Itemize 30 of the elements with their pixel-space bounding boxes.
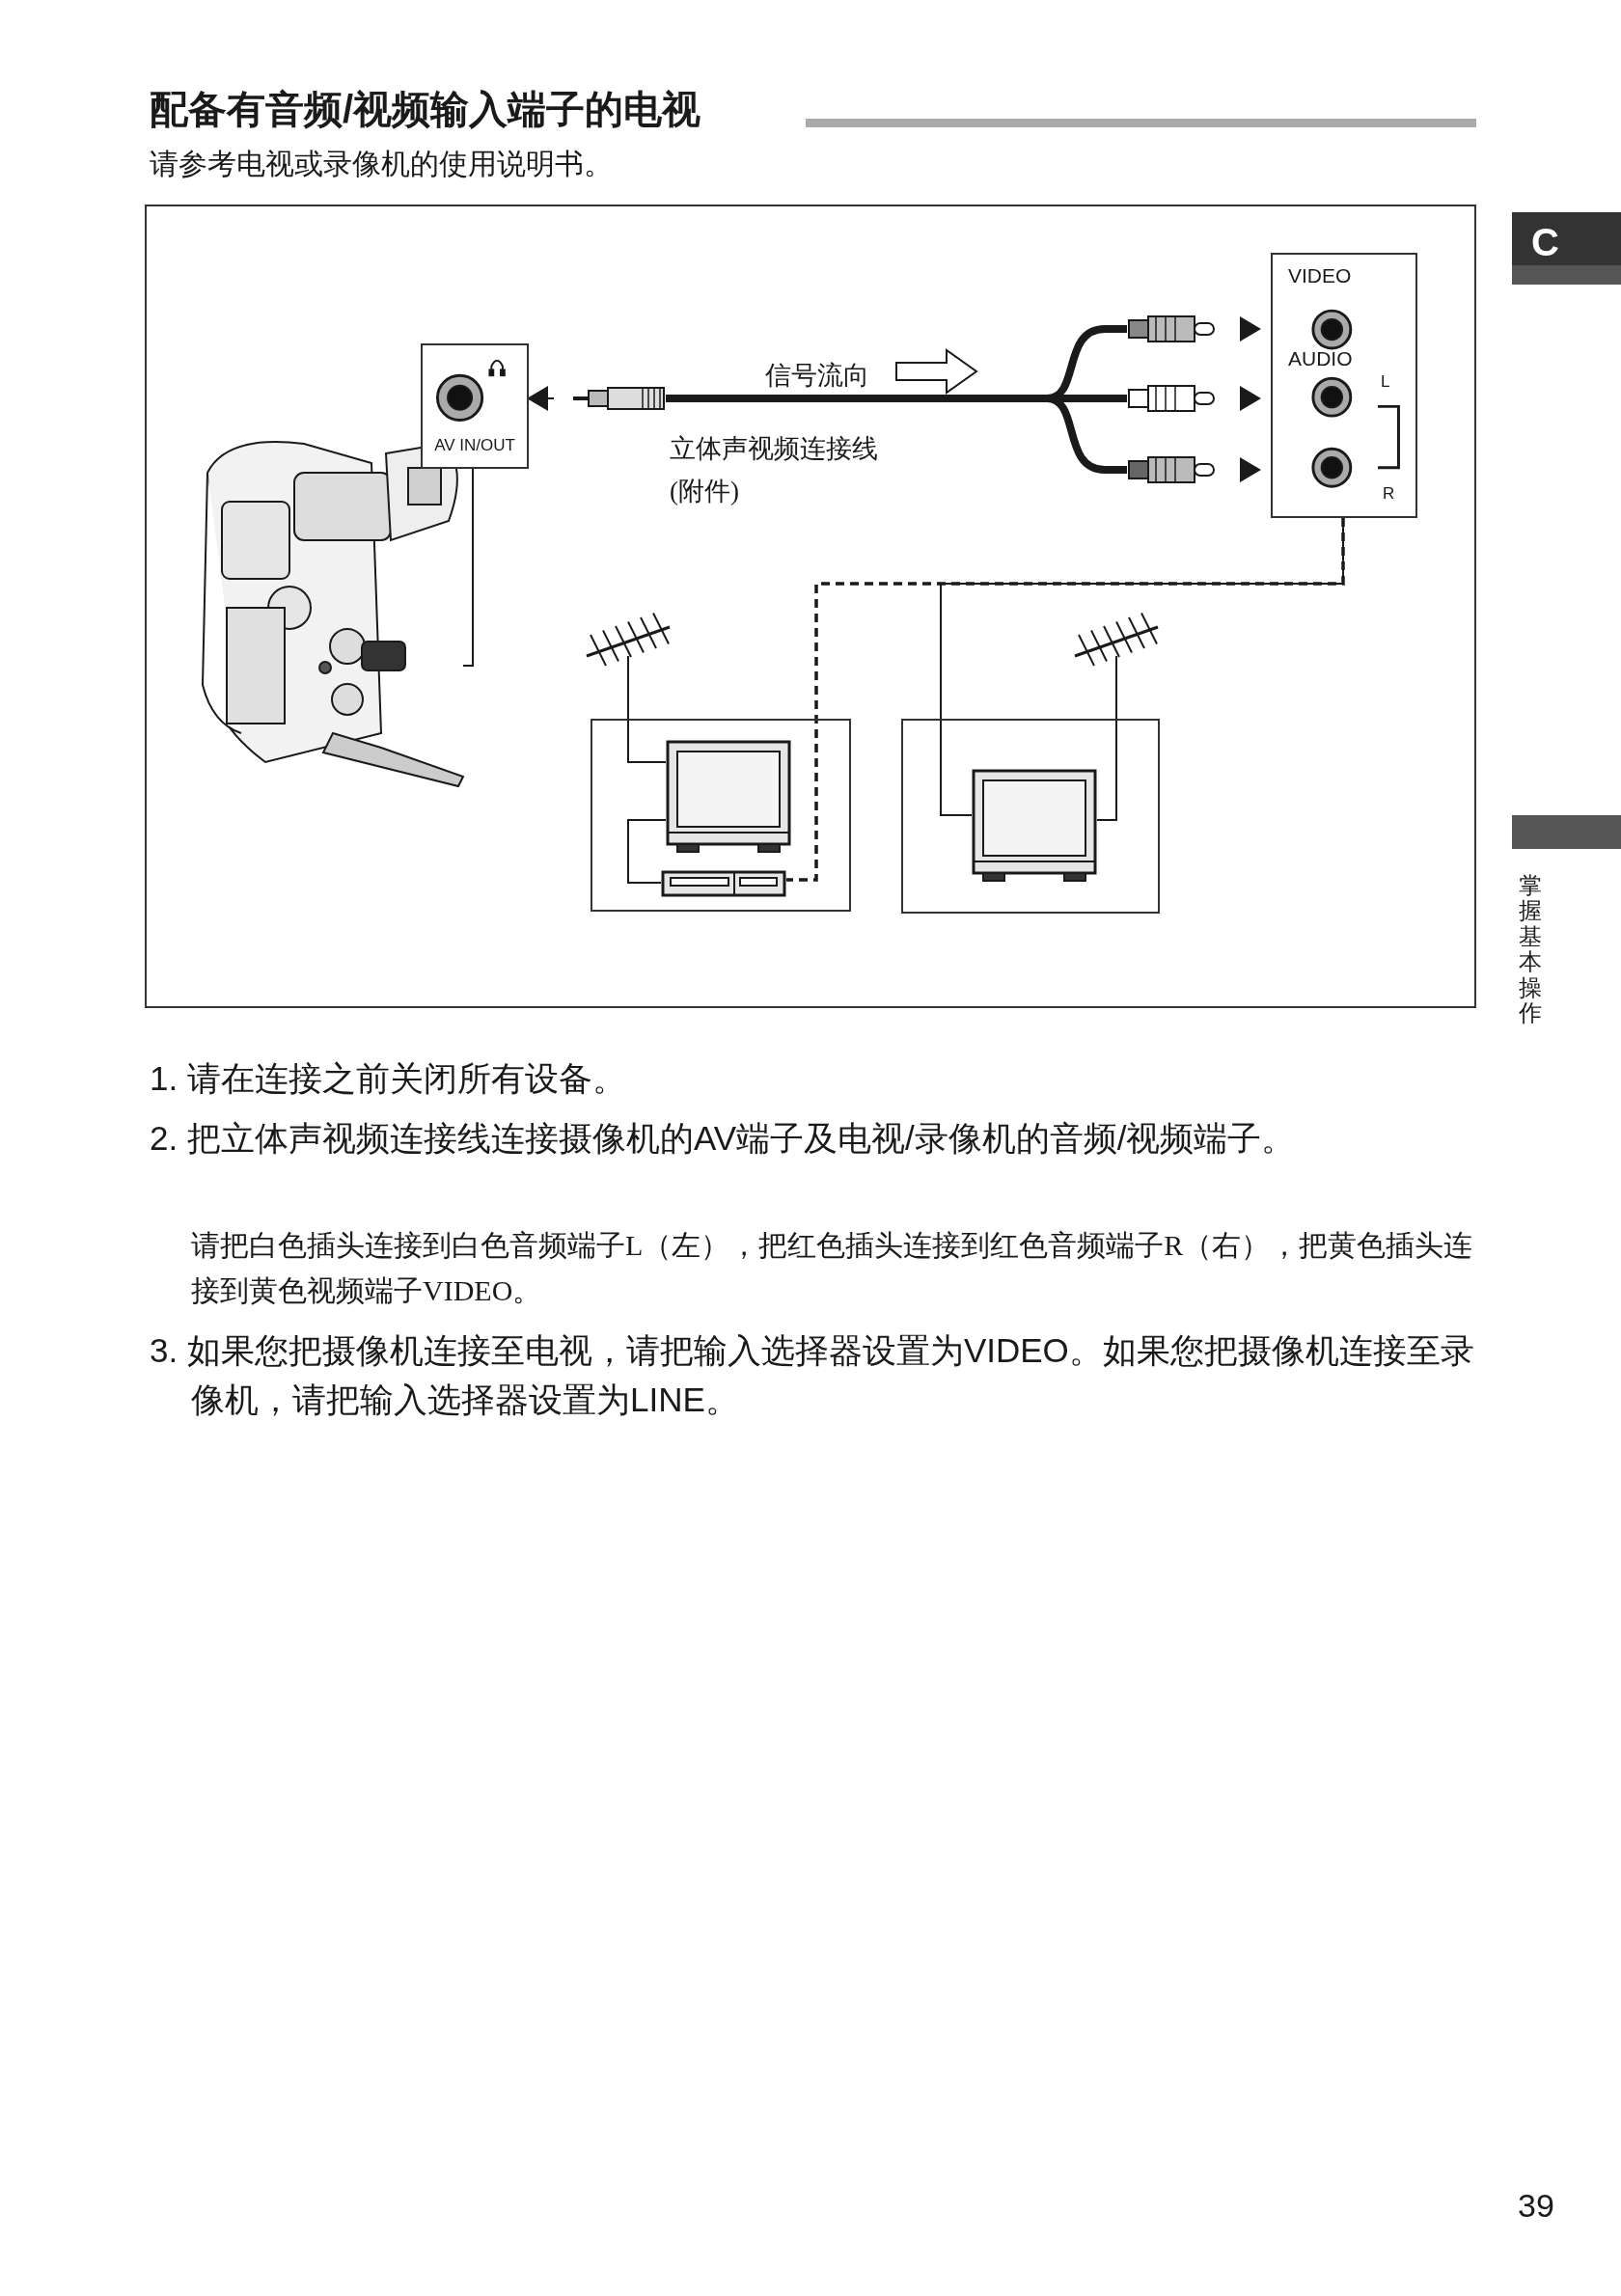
- step-note: 请把白色插头连接到白色音频端子L（左），把红色插头连接到红色音频端子R（右），把黄色插头连接到黄色视频端子VIDEO。: [191, 1228, 1474, 1308]
- tv-input-panel: [1271, 253, 1417, 518]
- arrow: [1240, 386, 1261, 411]
- av-jack-panel: [421, 343, 529, 469]
- step-text: 2. 把立体声视频连接线连接摄像机的AV端子及电视/录像机的音频/视频端子。: [150, 1118, 1297, 1159]
- chapter-bar: [1512, 815, 1621, 849]
- port-label: AUDIO: [1288, 347, 1353, 370]
- chapter-title: 掌握基本操作: [1519, 873, 1542, 1026]
- connector: [462, 468, 474, 667]
- connector: [627, 689, 667, 763]
- page-number: 39: [1518, 2186, 1554, 2226]
- dashed-connector: [786, 518, 1345, 882]
- device-frame: [591, 719, 851, 912]
- step-text: 1. 请在连接之前关闭所有设备。: [150, 1058, 627, 1099]
- device-frame: [901, 719, 1160, 914]
- section-letter: C: [1531, 220, 1559, 265]
- arrow: [1240, 457, 1261, 482]
- cable-label: 立体声视频连接线: [670, 433, 878, 465]
- port-label: AV IN/OUT: [433, 436, 516, 455]
- flow-label: 信号流向: [765, 360, 869, 392]
- port-label: L: [1381, 372, 1390, 392]
- step-text: 3. 如果您把摄像机连接至电视，请把输入选择器设置为VIDEO。如果您把摄像机连接至录像机，请把输入选择器设置为LINE。: [150, 1330, 1475, 1420]
- arrow: [1240, 316, 1261, 342]
- subtitle: 请参考电视或录像机的使用说明书。: [150, 147, 613, 181]
- connector: [1096, 689, 1117, 821]
- cable-note: (附件): [670, 476, 739, 507]
- page-title: 配备有音频/视频输入端子的电视: [150, 87, 701, 132]
- port-label: R: [1383, 484, 1395, 504]
- port-label: VIDEO: [1288, 264, 1352, 287]
- connector: [627, 819, 667, 884]
